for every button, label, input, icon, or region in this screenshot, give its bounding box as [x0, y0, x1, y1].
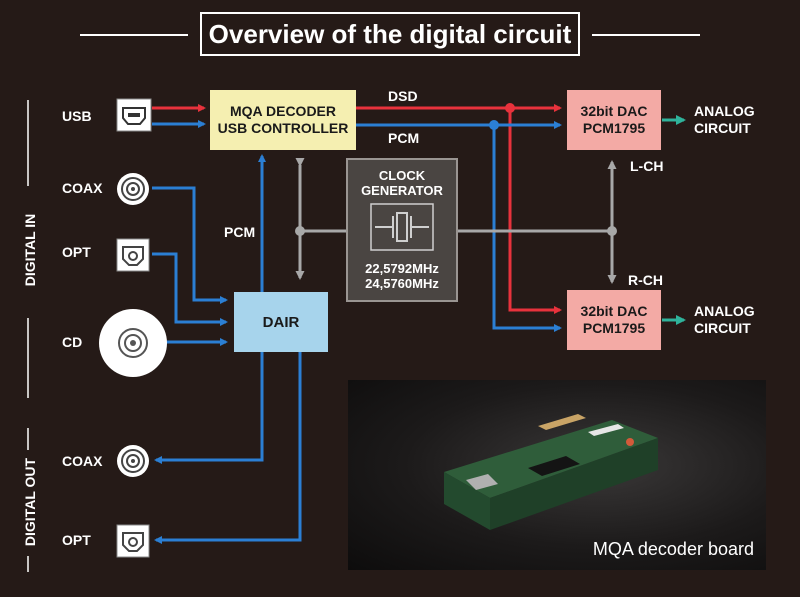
digital-out-label: DIGITAL OUT	[22, 457, 38, 547]
clock-freqs: 22,5792MHz 24,5760MHz	[348, 261, 456, 291]
dac-r-block: 32bit DAC PCM1795	[567, 290, 661, 350]
clock-freq-1: 22,5792MHz	[365, 261, 439, 276]
opt-in-port-icon	[116, 238, 150, 272]
crystal-oscillator-icon	[370, 203, 434, 251]
title-rule-left	[80, 34, 188, 36]
pcm-junction	[489, 120, 499, 130]
usb-port-icon	[116, 98, 152, 132]
opt-out-port-icon	[116, 524, 150, 558]
mqa-decoder-block: MQA DECODER USB CONTROLLER	[210, 90, 356, 150]
circuit-board-illustration	[444, 414, 658, 530]
cd-label: CD	[62, 334, 83, 350]
coax-out-jack-icon	[117, 445, 149, 477]
coax-out-label: COAX	[62, 453, 103, 469]
clock-title-line1: CLOCK	[378, 168, 426, 183]
opt-out-line	[154, 352, 302, 544]
dac-r-title: 32bit DAC	[580, 303, 648, 319]
dac-r-model: PCM1795	[582, 320, 646, 336]
dsd-line-bottom	[508, 108, 562, 314]
analog-top-line1: ANALOG	[694, 103, 755, 119]
dsd-label: DSD	[388, 88, 418, 104]
dac-l-block: 32bit DAC PCM1795	[567, 90, 661, 150]
opt-out-label: OPT	[62, 532, 91, 548]
analog-circuit-top: ANALOG CIRCUIT	[694, 103, 755, 137]
pcm-side-label: PCM	[224, 224, 256, 240]
dac-l-model: PCM1795	[582, 120, 646, 136]
rch-label: R-CH	[628, 272, 663, 288]
opt-in-label: OPT	[62, 244, 91, 260]
clock-title: CLOCK GENERATOR	[348, 168, 456, 198]
clock-freq-2: 24,5760MHz	[365, 276, 439, 291]
title-rule-right	[592, 34, 700, 36]
dac-l-title: 32bit DAC	[580, 103, 648, 119]
dair-block: DAIR	[234, 292, 328, 352]
usb-controller-label: USB CONTROLLER	[217, 120, 349, 136]
dair-label: DAIR	[262, 313, 300, 331]
usb-label: USB	[62, 108, 92, 124]
mqa-decoder-label: MQA DECODER	[229, 103, 337, 119]
analog-top-line2: CIRCUIT	[694, 120, 751, 136]
photo-caption: MQA decoder board	[592, 539, 754, 559]
analog-bottom-line2: CIRCUIT	[694, 320, 751, 336]
analog-circuit-bottom: ANALOG CIRCUIT	[694, 303, 755, 337]
cd-disc-icon	[99, 309, 167, 377]
coax-out-line	[154, 352, 264, 464]
coax-in-label: COAX	[62, 180, 103, 196]
clock-title-line2: GENERATOR	[361, 183, 443, 198]
pcm-top-label: PCM	[388, 130, 420, 146]
mqa-board-photo: MQA decoder board	[348, 380, 766, 570]
lch-label: L-CH	[630, 158, 664, 174]
pcm-line-bottom	[492, 125, 562, 332]
page-title-text: Overview of the digital circuit	[208, 18, 572, 49]
page-title: Overview of the digital circuit	[200, 12, 580, 56]
clock-junction-left	[295, 226, 305, 236]
coax-in-jack-icon	[117, 173, 149, 205]
analog-bottom-line1: ANALOG	[694, 303, 755, 319]
dsd-junction	[505, 103, 515, 113]
digital-in-label: DIGITAL IN	[22, 213, 38, 287]
coax-in-line	[152, 186, 228, 304]
opt-in-line	[152, 252, 228, 326]
clock-generator-block: CLOCK GENERATOR 22,5792MHz 24,5760MHz	[346, 158, 458, 302]
